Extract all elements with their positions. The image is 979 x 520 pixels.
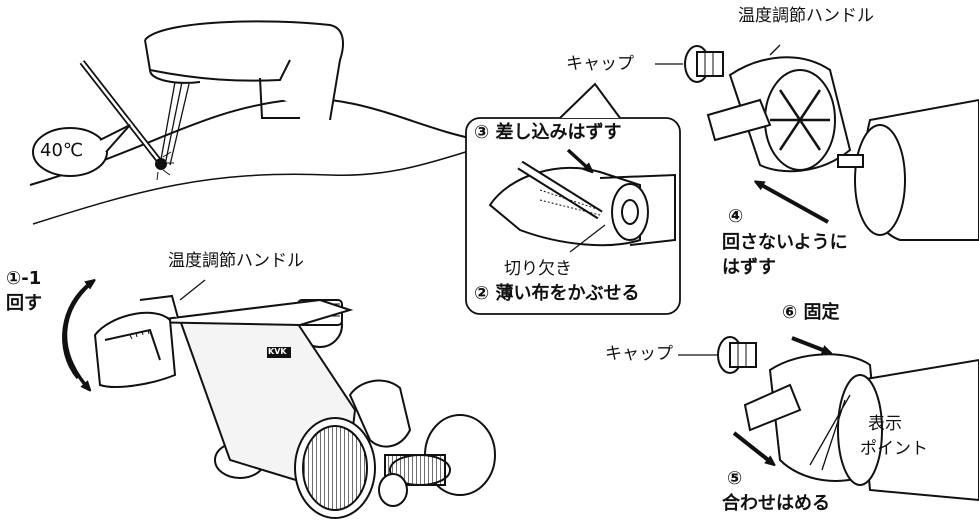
step-1-1-text: 回す [6,293,42,314]
indicator-label-line1: 表示 [868,414,902,434]
temperature-reading: 40℃ [40,140,84,161]
thermostat-faucet [62,280,496,519]
step-4-line2: はずす [722,257,776,278]
handle-removal [655,44,979,241]
step-4-line1: 回さないように [722,232,848,253]
brand-logo: KVK [268,347,287,356]
step-5-number: ⑤ [727,468,743,489]
step-3-label: ③ 差し込みはずす [474,122,622,143]
handle-label-left: 温度調節ハンドル [168,251,304,271]
cap-label-bottom: キャップ [605,344,673,364]
cap-label-top: キャップ [566,54,634,74]
notch-label: 切り欠き [504,259,572,279]
faucet-water-test [29,20,491,225]
step-1-1-number: ①-1 [6,268,42,289]
step-5-text: 合わせはめる [722,493,830,514]
indicator-label-line2: ポイント [860,439,928,459]
cap-fixing [678,336,979,502]
handle-label-top: 温度調節ハンドル [738,6,874,26]
cap-removal-inset [465,82,681,315]
step-4-number: ④ [728,206,744,227]
step-6-label: ⑥ 固定 [782,302,840,323]
step-2-label: ② 薄い布をかぶせる [474,283,640,304]
